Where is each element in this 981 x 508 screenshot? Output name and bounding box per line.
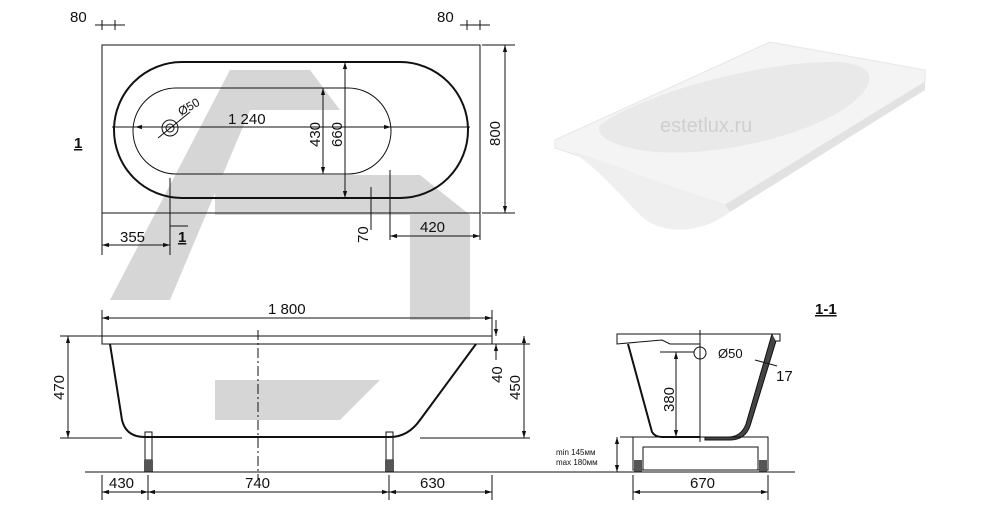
drain-icon (157, 111, 191, 139)
dim-depth: 450 (507, 375, 524, 400)
leg-left (144, 431, 153, 472)
overflow-icon (693, 346, 707, 360)
dim-leg-span: 740 (245, 475, 270, 492)
dim-inner-width: 430 (307, 122, 324, 147)
section-mark-bottom: 1 (178, 229, 186, 246)
watermark-text: estetlux.ru (660, 115, 752, 137)
dim-rim-right: 80 (437, 9, 454, 26)
dim-overflow-height: 380 (661, 387, 678, 412)
dim-drain-diameter: Ø50 (176, 95, 203, 119)
dim-rim-left: 80 (70, 9, 87, 26)
dim-right-offset: 420 (420, 219, 445, 236)
leg-max-label: max 180мм (556, 458, 598, 467)
watermark-logo (110, 70, 470, 420)
dim-inner-length: 1 240 (228, 111, 266, 128)
section-title: 1-1 (815, 301, 837, 318)
leg-right (385, 431, 394, 472)
dim-rim-thickness: 40 (489, 366, 506, 383)
dim-wall-thickness: 17 (776, 368, 793, 385)
dim-total-length: 1 800 (268, 301, 306, 318)
bathtub-photo: estetlux.ru (554, 41, 926, 230)
dim-height-total: 470 (51, 375, 68, 400)
dim-overflow-diameter: Ø50 (718, 346, 743, 361)
dim-total-width: 800 (487, 121, 504, 146)
dim-leg-left: 430 (109, 475, 134, 492)
dim-leg-right: 630 (420, 475, 445, 492)
dim-bowl-width: 660 (329, 122, 346, 147)
section-view: 1-1 Ø50 380 17 min 145мм max 180мм 670 (556, 301, 837, 500)
side-view: 1 800 470 40 450 430 740 630 (51, 301, 600, 500)
dim-frame-width: 670 (690, 475, 715, 492)
dim-bottom-margin: 70 (355, 226, 372, 243)
top-view: 80 80 1 240 430 660 800 355 Ø50 1 1 70 4… (70, 9, 515, 255)
dim-drain-offset: 355 (120, 229, 145, 246)
section-mark-left: 1 (74, 135, 82, 152)
leg-min-label: min 145мм (556, 448, 595, 457)
